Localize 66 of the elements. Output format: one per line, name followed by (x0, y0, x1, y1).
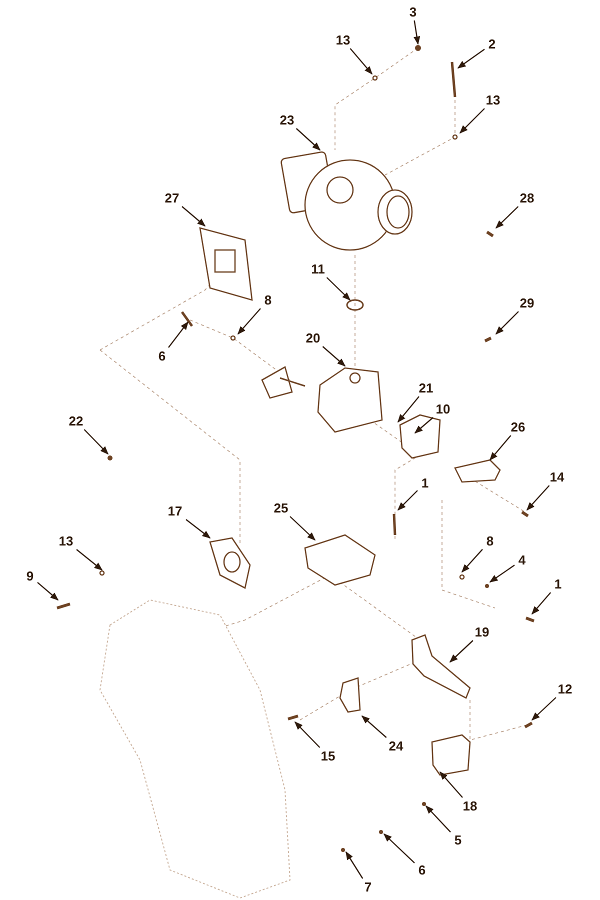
callout-number: 20 (306, 330, 320, 346)
callout-number: 1 (554, 576, 562, 592)
callout-number: 11 (311, 262, 325, 276)
leader-line (361, 715, 387, 738)
callout-number: 3 (409, 4, 417, 20)
leader-line (531, 697, 556, 721)
leader-line (489, 435, 512, 461)
callout-number: 23 (280, 112, 294, 128)
callout-number: 26 (510, 420, 526, 434)
callout-number: 8 (264, 292, 272, 308)
callout-number: 24 (388, 738, 404, 754)
callout-number: 8 (486, 534, 494, 548)
callout-number: 13 (336, 32, 350, 48)
callout-number: 27 (164, 190, 180, 206)
callout-number: 7 (364, 880, 372, 894)
callout-number: 29 (520, 296, 534, 310)
callout-number: 6 (158, 348, 166, 364)
leader-line (397, 490, 418, 511)
leader-line (383, 833, 415, 864)
leader-line (526, 485, 550, 511)
leader-line (414, 20, 420, 45)
leader-line (459, 108, 485, 134)
leader-line (397, 396, 420, 423)
callout-number: 18 (462, 798, 478, 814)
leader-line (290, 516, 316, 541)
leader-line (489, 564, 515, 582)
leader-line (37, 582, 59, 601)
callout-number: 5 (454, 832, 462, 848)
callout-number: 19 (474, 624, 490, 640)
leader-line (322, 346, 346, 367)
callout-number: 28 (520, 190, 534, 206)
leader-line (457, 48, 485, 68)
leader-line (531, 592, 552, 615)
callout-number: 14 (550, 470, 564, 484)
callout-number: 25 (274, 500, 288, 516)
callout-number: 4 (518, 552, 526, 568)
leader-line (237, 308, 261, 335)
leader-line (168, 321, 188, 348)
leader-line (296, 128, 321, 151)
leader-line (461, 548, 483, 573)
callout-number: 12 (558, 682, 572, 696)
leader-line (182, 206, 206, 227)
callout-number: 9 (26, 568, 34, 584)
callout-number: 10 (436, 402, 450, 416)
callout-number: 6 (418, 862, 426, 878)
callout-number: 2 (488, 36, 496, 52)
leader-line (326, 277, 351, 301)
callout-number: 17 (168, 504, 182, 518)
callout-number: 22 (68, 414, 84, 428)
leader-line (84, 429, 109, 455)
callout-number: 1 (421, 476, 429, 490)
leader-line (346, 851, 364, 879)
leader-line (449, 640, 474, 663)
leader-line (495, 206, 519, 229)
leader-line (294, 721, 320, 748)
leader-line (350, 48, 373, 75)
callout-number: 21 (418, 380, 434, 396)
callout-number: 13 (486, 92, 500, 108)
leader-line (186, 519, 211, 539)
leader-line (439, 771, 463, 798)
callout-number: 13 (58, 534, 74, 548)
leader-line (425, 805, 451, 832)
callout-number: 15 (320, 748, 336, 764)
leader-line (76, 549, 103, 571)
leader-line (495, 311, 519, 335)
leader-line (414, 417, 434, 434)
